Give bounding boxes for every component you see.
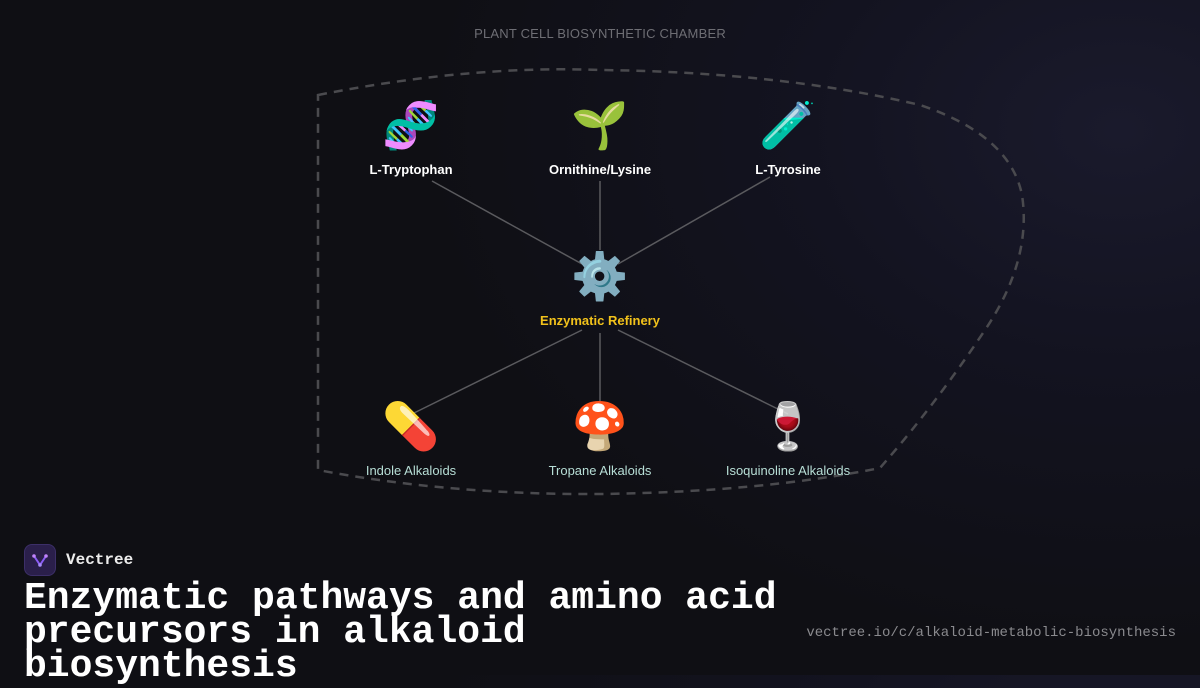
node-l-tyrosine: 🧪 L-Tyrosine <box>678 96 898 177</box>
source-url[interactable]: vectree.io/c/alkaloid-metabolic-biosynth… <box>806 625 1176 641</box>
pill-icon: 💊 <box>382 399 440 453</box>
node-label: Indole Alkaloids <box>365 463 457 478</box>
edge-refinery-to-indole <box>411 329 583 415</box>
node-tropane-alkaloids: 🍄 Tropane Alkaloids <box>490 397 710 478</box>
node-label: Ornithine/Lysine <box>548 162 652 177</box>
brand-name: Vectree <box>66 551 134 569</box>
test-tube-icon: 🧪 <box>759 98 817 152</box>
edge-refinery-to-isoquinoline <box>617 329 789 415</box>
node-label: L-Tryptophan <box>369 162 453 177</box>
vectree-logo-icon <box>24 544 56 576</box>
seedling-icon: 🌱 <box>571 98 629 152</box>
node-label: Isoquinoline Alkaloids <box>725 463 851 478</box>
node-ornithine-lysine: 🌱 Ornithine/Lysine <box>490 96 710 177</box>
node-enzymatic-refinery: ⚙️ Enzymatic Refinery <box>490 247 710 328</box>
edges <box>411 176 789 415</box>
node-label: Tropane Alkaloids <box>548 463 652 478</box>
node-l-tryptophan: 🧬 L-Tryptophan <box>301 96 521 177</box>
edge-tyrosine-to-refinery <box>617 176 771 265</box>
edge-tryptophan-to-refinery <box>431 180 583 265</box>
cell-chamber-outline <box>316 68 1025 496</box>
node-label: L-Tyrosine <box>755 162 821 177</box>
node-indole-alkaloids: 💊 Indole Alkaloids <box>301 397 521 478</box>
node-isoquinoline-alkaloids: 🍷 Isoquinoline Alkaloids <box>678 397 898 478</box>
chamber-title: PLANT CELL BIOSYNTHETIC CHAMBER <box>474 26 726 41</box>
mushroom-icon: 🍄 <box>571 399 629 453</box>
node-label: Enzymatic Refinery <box>540 313 660 328</box>
page-title: Enzymatic pathways and amino acid precur… <box>24 577 777 688</box>
wine-glass-icon: 🍷 <box>759 399 817 453</box>
dna-icon: 🧬 <box>382 98 440 152</box>
gear-icon: ⚙️ <box>571 249 629 303</box>
brand[interactable]: Vectree <box>24 544 133 576</box>
